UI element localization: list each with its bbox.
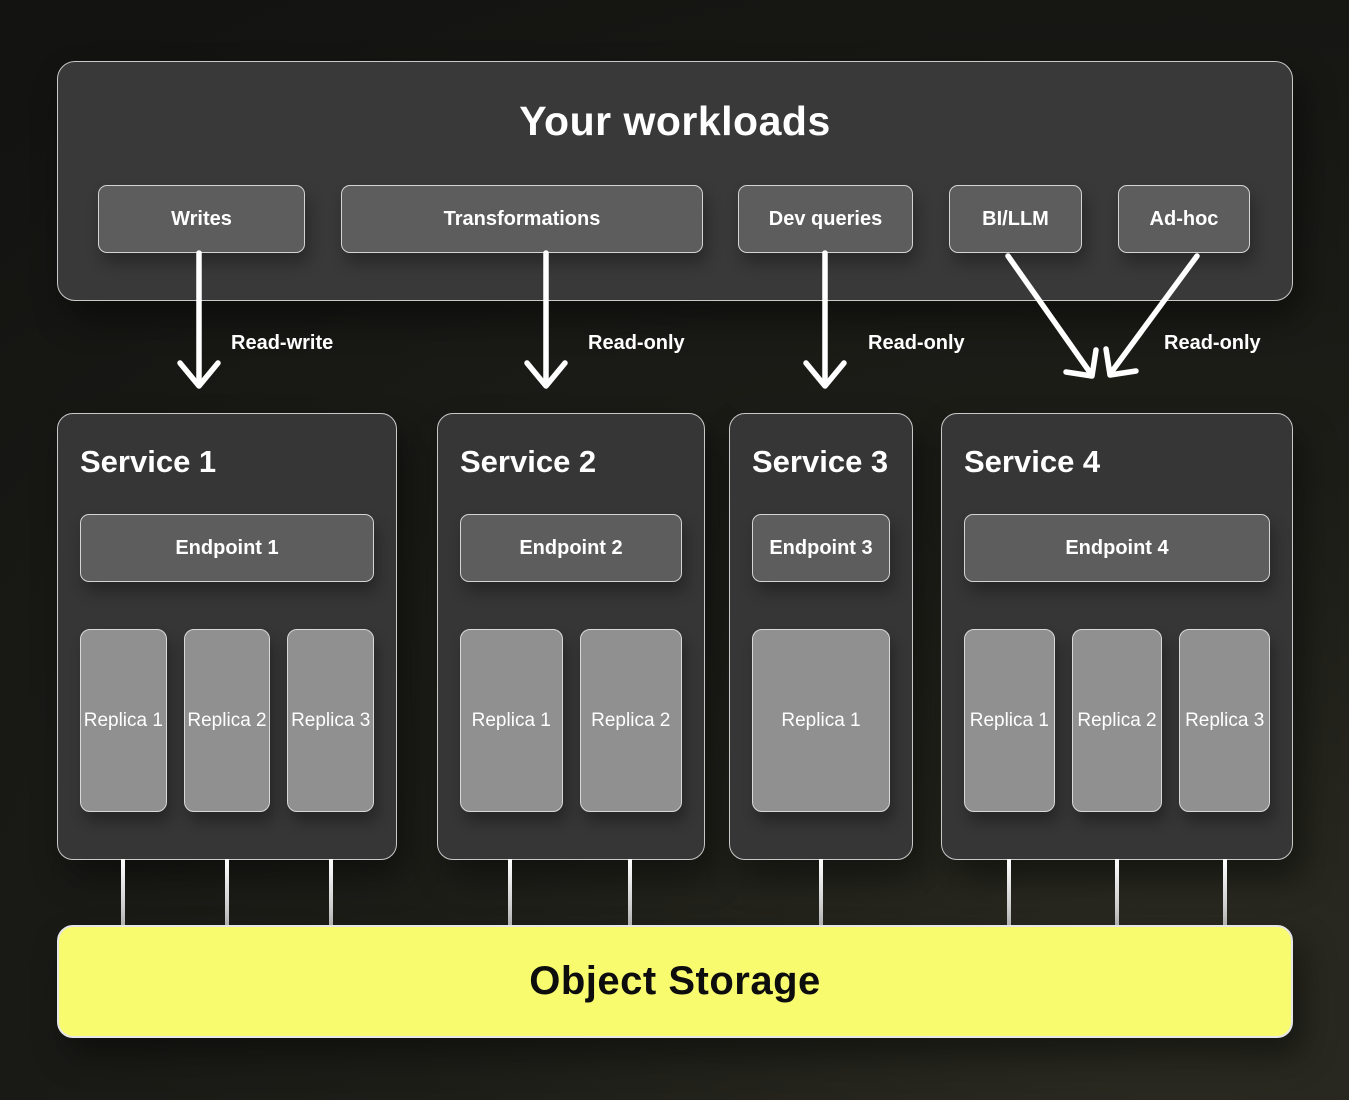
arrow-label-read-write: Read-write <box>231 332 334 354</box>
service-4-title: Service 4 <box>964 444 1101 479</box>
service-1-title: Service 1 <box>80 444 217 479</box>
replica: Replica 2 <box>1071 629 1163 812</box>
service-3-title: Service 3 <box>752 444 889 479</box>
service-1-panel: Service 1 Endpoint 1 Replica 1 Replica 2… <box>57 413 397 860</box>
workload-chip-ad-hoc: Ad-hoc <box>1118 185 1250 253</box>
replica-storage-connector <box>329 859 333 926</box>
service-4-endpoint: Endpoint 4 <box>964 514 1270 582</box>
service-2-endpoint: Endpoint 2 <box>460 514 682 582</box>
service-3-replicas: Replica 1 <box>752 629 890 812</box>
replica: Replica 2 <box>579 629 682 812</box>
replica: Replica 1 <box>80 629 167 812</box>
workload-chip-bi-llm: BI/LLM <box>949 185 1082 253</box>
replica: Replica 3 <box>1179 629 1271 812</box>
workloads-panel: Your workloads Writes Transformations De… <box>57 61 1293 301</box>
service-1-endpoint: Endpoint 1 <box>80 514 374 582</box>
replica-storage-connector <box>225 859 229 926</box>
replica: Replica 1 <box>460 629 563 812</box>
object-storage-bar: Object Storage <box>57 925 1293 1038</box>
service-3-panel: Service 3 Endpoint 3 Replica 1 <box>729 413 913 860</box>
service-4-panel: Service 4 Endpoint 4 Replica 1 Replica 2… <box>941 413 1293 860</box>
replica-storage-connector <box>1007 859 1011 926</box>
workload-chip-transformations: Transformations <box>341 185 703 253</box>
replica-storage-connector <box>1223 859 1227 926</box>
arrow-label-read-only-1: Read-only <box>588 332 685 354</box>
replica-storage-connector <box>121 859 125 926</box>
replica: Replica 1 <box>752 629 890 812</box>
service-2-panel: Service 2 Endpoint 2 Replica 1 Replica 2 <box>437 413 705 860</box>
replica: Replica 2 <box>183 629 271 812</box>
service-4-replicas: Replica 1 Replica 2 Replica 3 <box>964 629 1271 812</box>
replica-storage-connector <box>819 859 823 926</box>
replica-storage-connector <box>1115 859 1119 926</box>
replica: Replica 3 <box>287 629 375 812</box>
service-2-replicas: Replica 1 Replica 2 <box>460 629 682 812</box>
arrow-label-read-only-2: Read-only <box>868 332 965 354</box>
replica-storage-connector <box>628 859 632 926</box>
workload-chip-dev-queries: Dev queries <box>738 185 913 253</box>
replica: Replica 1 <box>964 629 1055 812</box>
workloads-title: Your workloads <box>519 98 831 144</box>
replica-storage-connector <box>508 859 512 926</box>
service-1-replicas: Replica 1 Replica 2 Replica 3 <box>80 629 375 812</box>
workload-chip-writes: Writes <box>98 185 305 253</box>
service-2-title: Service 2 <box>460 444 597 479</box>
arrow-label-read-only-3: Read-only <box>1164 332 1261 354</box>
service-3-endpoint: Endpoint 3 <box>752 514 890 582</box>
